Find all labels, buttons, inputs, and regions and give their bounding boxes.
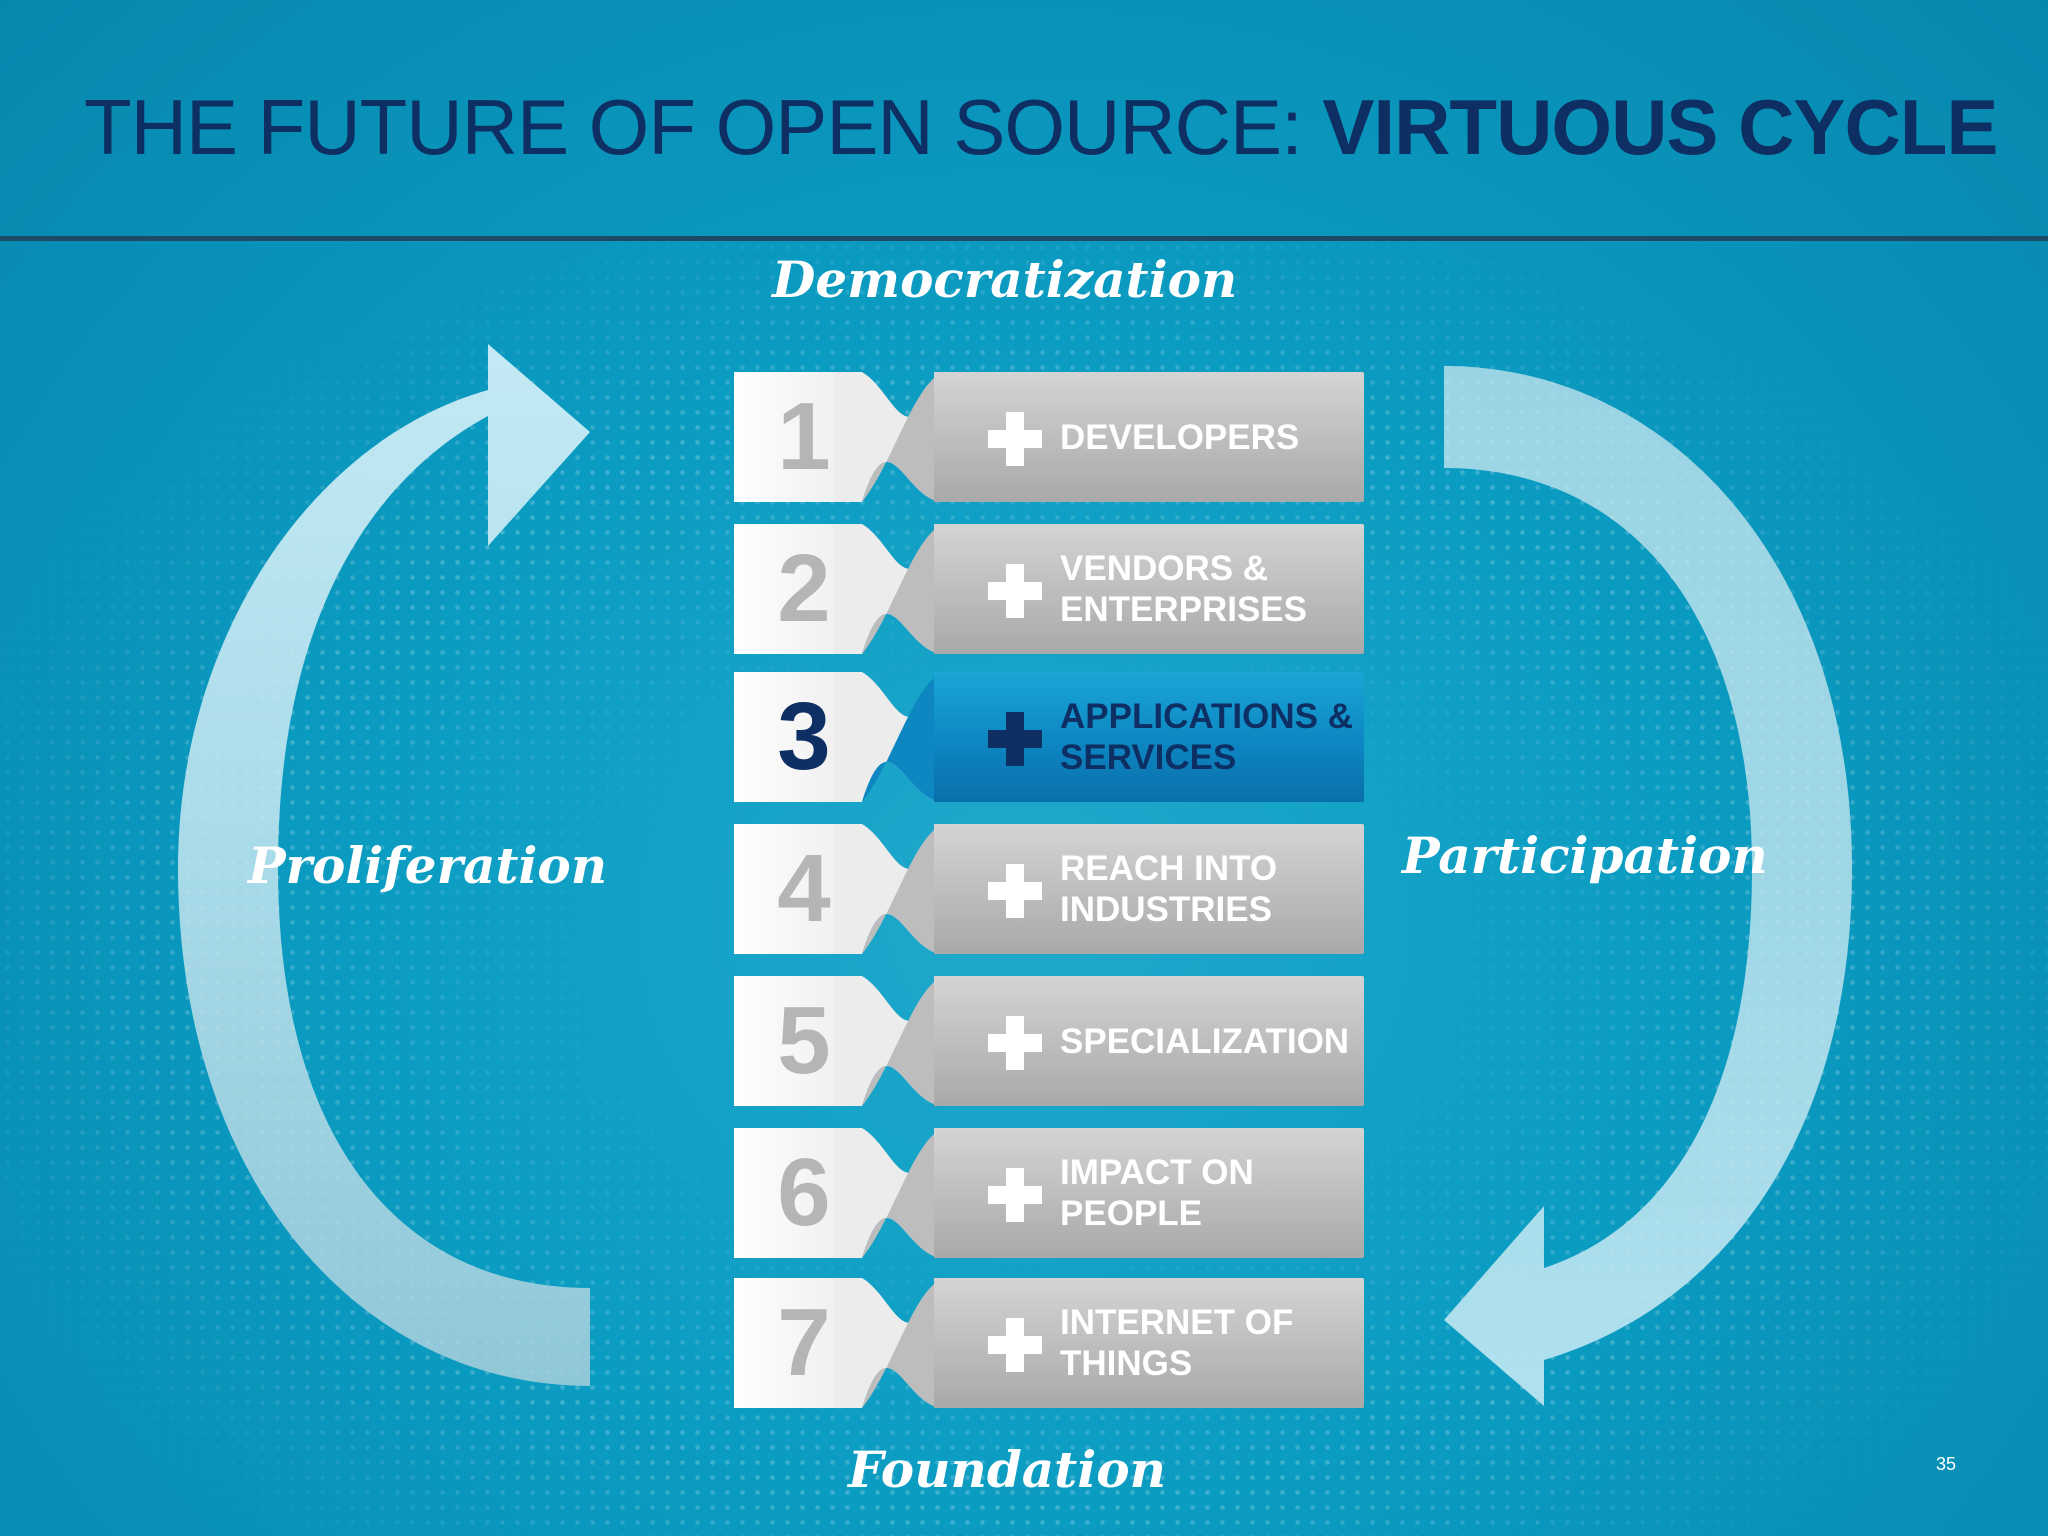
step-tab: INTERNET OF THINGS: [934, 1278, 1364, 1408]
step-tab: SPECIALIZATION: [934, 976, 1364, 1106]
step-row: 4 REACH INTO INDUSTRIES: [734, 824, 1364, 954]
plus-icon: [988, 412, 1042, 466]
step-tab: IMPACT ON PEOPLE: [934, 1128, 1364, 1258]
cycle-label-right: Participation: [1402, 826, 1768, 885]
step-row: 3 APPLICATIONS & SERVICES: [734, 672, 1364, 802]
step-label: DEVELOPERS: [1060, 417, 1300, 457]
slide-title: THE FUTURE OF OPEN SOURCE: VIRTUOUS CYCL…: [84, 82, 1998, 173]
ribbon-twist: [834, 976, 944, 1106]
step-row: 5 SPECIALIZATION: [734, 976, 1364, 1106]
title-bold: VIRTUOUS CYCLE: [1322, 83, 1998, 171]
left-cycle-arrow: [178, 344, 590, 1386]
title-divider: [0, 236, 2048, 241]
step-number: 6: [777, 1139, 831, 1246]
step-tab: VENDORS & ENTERPRISES: [934, 524, 1364, 654]
step-label: IMPACT ON PEOPLE: [1060, 1153, 1254, 1233]
ribbon-twist: [834, 1128, 944, 1258]
plus-icon: [988, 864, 1042, 918]
step-label: APPLICATIONS & SERVICES: [1060, 697, 1353, 777]
step-row: 2 VENDORS & ENTERPRISES: [734, 524, 1364, 654]
step-row: 7 INTERNET OF THINGS: [734, 1278, 1364, 1408]
plus-icon: [988, 1016, 1042, 1070]
ribbon-twist: [834, 824, 944, 954]
title-regular: THE FUTURE OF OPEN SOURCE:: [84, 83, 1323, 171]
step-label: VENDORS & ENTERPRISES: [1060, 549, 1307, 629]
cycle-label-top: Democratization: [772, 250, 1238, 309]
page-number: 35: [1936, 1454, 1957, 1474]
step-tab: REACH INTO INDUSTRIES: [934, 824, 1364, 954]
ribbon-twist: [834, 372, 944, 502]
ribbon-twist: [834, 672, 944, 802]
step-number: 1: [777, 383, 831, 490]
step-number: 4: [777, 835, 831, 942]
plus-icon: [988, 712, 1042, 766]
step-number-box: [734, 1128, 850, 1258]
step-tab: APPLICATIONS & SERVICES: [934, 672, 1364, 802]
cycle-label-bottom: Foundation: [848, 1440, 1166, 1499]
ribbon-twist: [834, 1278, 944, 1408]
step-tab: DEVELOPERS: [934, 372, 1364, 502]
ribbon-twist: [834, 524, 944, 654]
step-label: REACH INTO INDUSTRIES: [1060, 849, 1278, 929]
step-row: 6 IMPACT ON PEOPLE: [734, 1128, 1364, 1258]
step-number: 7: [777, 1289, 831, 1396]
cycle-label-left: Proliferation: [248, 836, 608, 895]
step-number-box: [734, 672, 850, 802]
plus-icon: [988, 1318, 1042, 1372]
step-number-box: [734, 372, 850, 502]
step-number-box: [734, 824, 850, 954]
step-number-box: [734, 976, 850, 1106]
step-number: 5: [777, 987, 831, 1094]
step-row: 1 DEVELOPERS: [734, 372, 1364, 502]
plus-icon: [988, 1168, 1042, 1222]
step-number-box: [734, 524, 850, 654]
right-cycle-arrow: [1444, 366, 1852, 1406]
step-label: INTERNET OF THINGS: [1060, 1303, 1294, 1383]
step-number: 3: [777, 683, 831, 790]
plus-icon: [988, 564, 1042, 618]
step-label: SPECIALIZATION: [1060, 1021, 1350, 1061]
step-number-box: [734, 1278, 850, 1408]
step-number: 2: [777, 535, 831, 642]
